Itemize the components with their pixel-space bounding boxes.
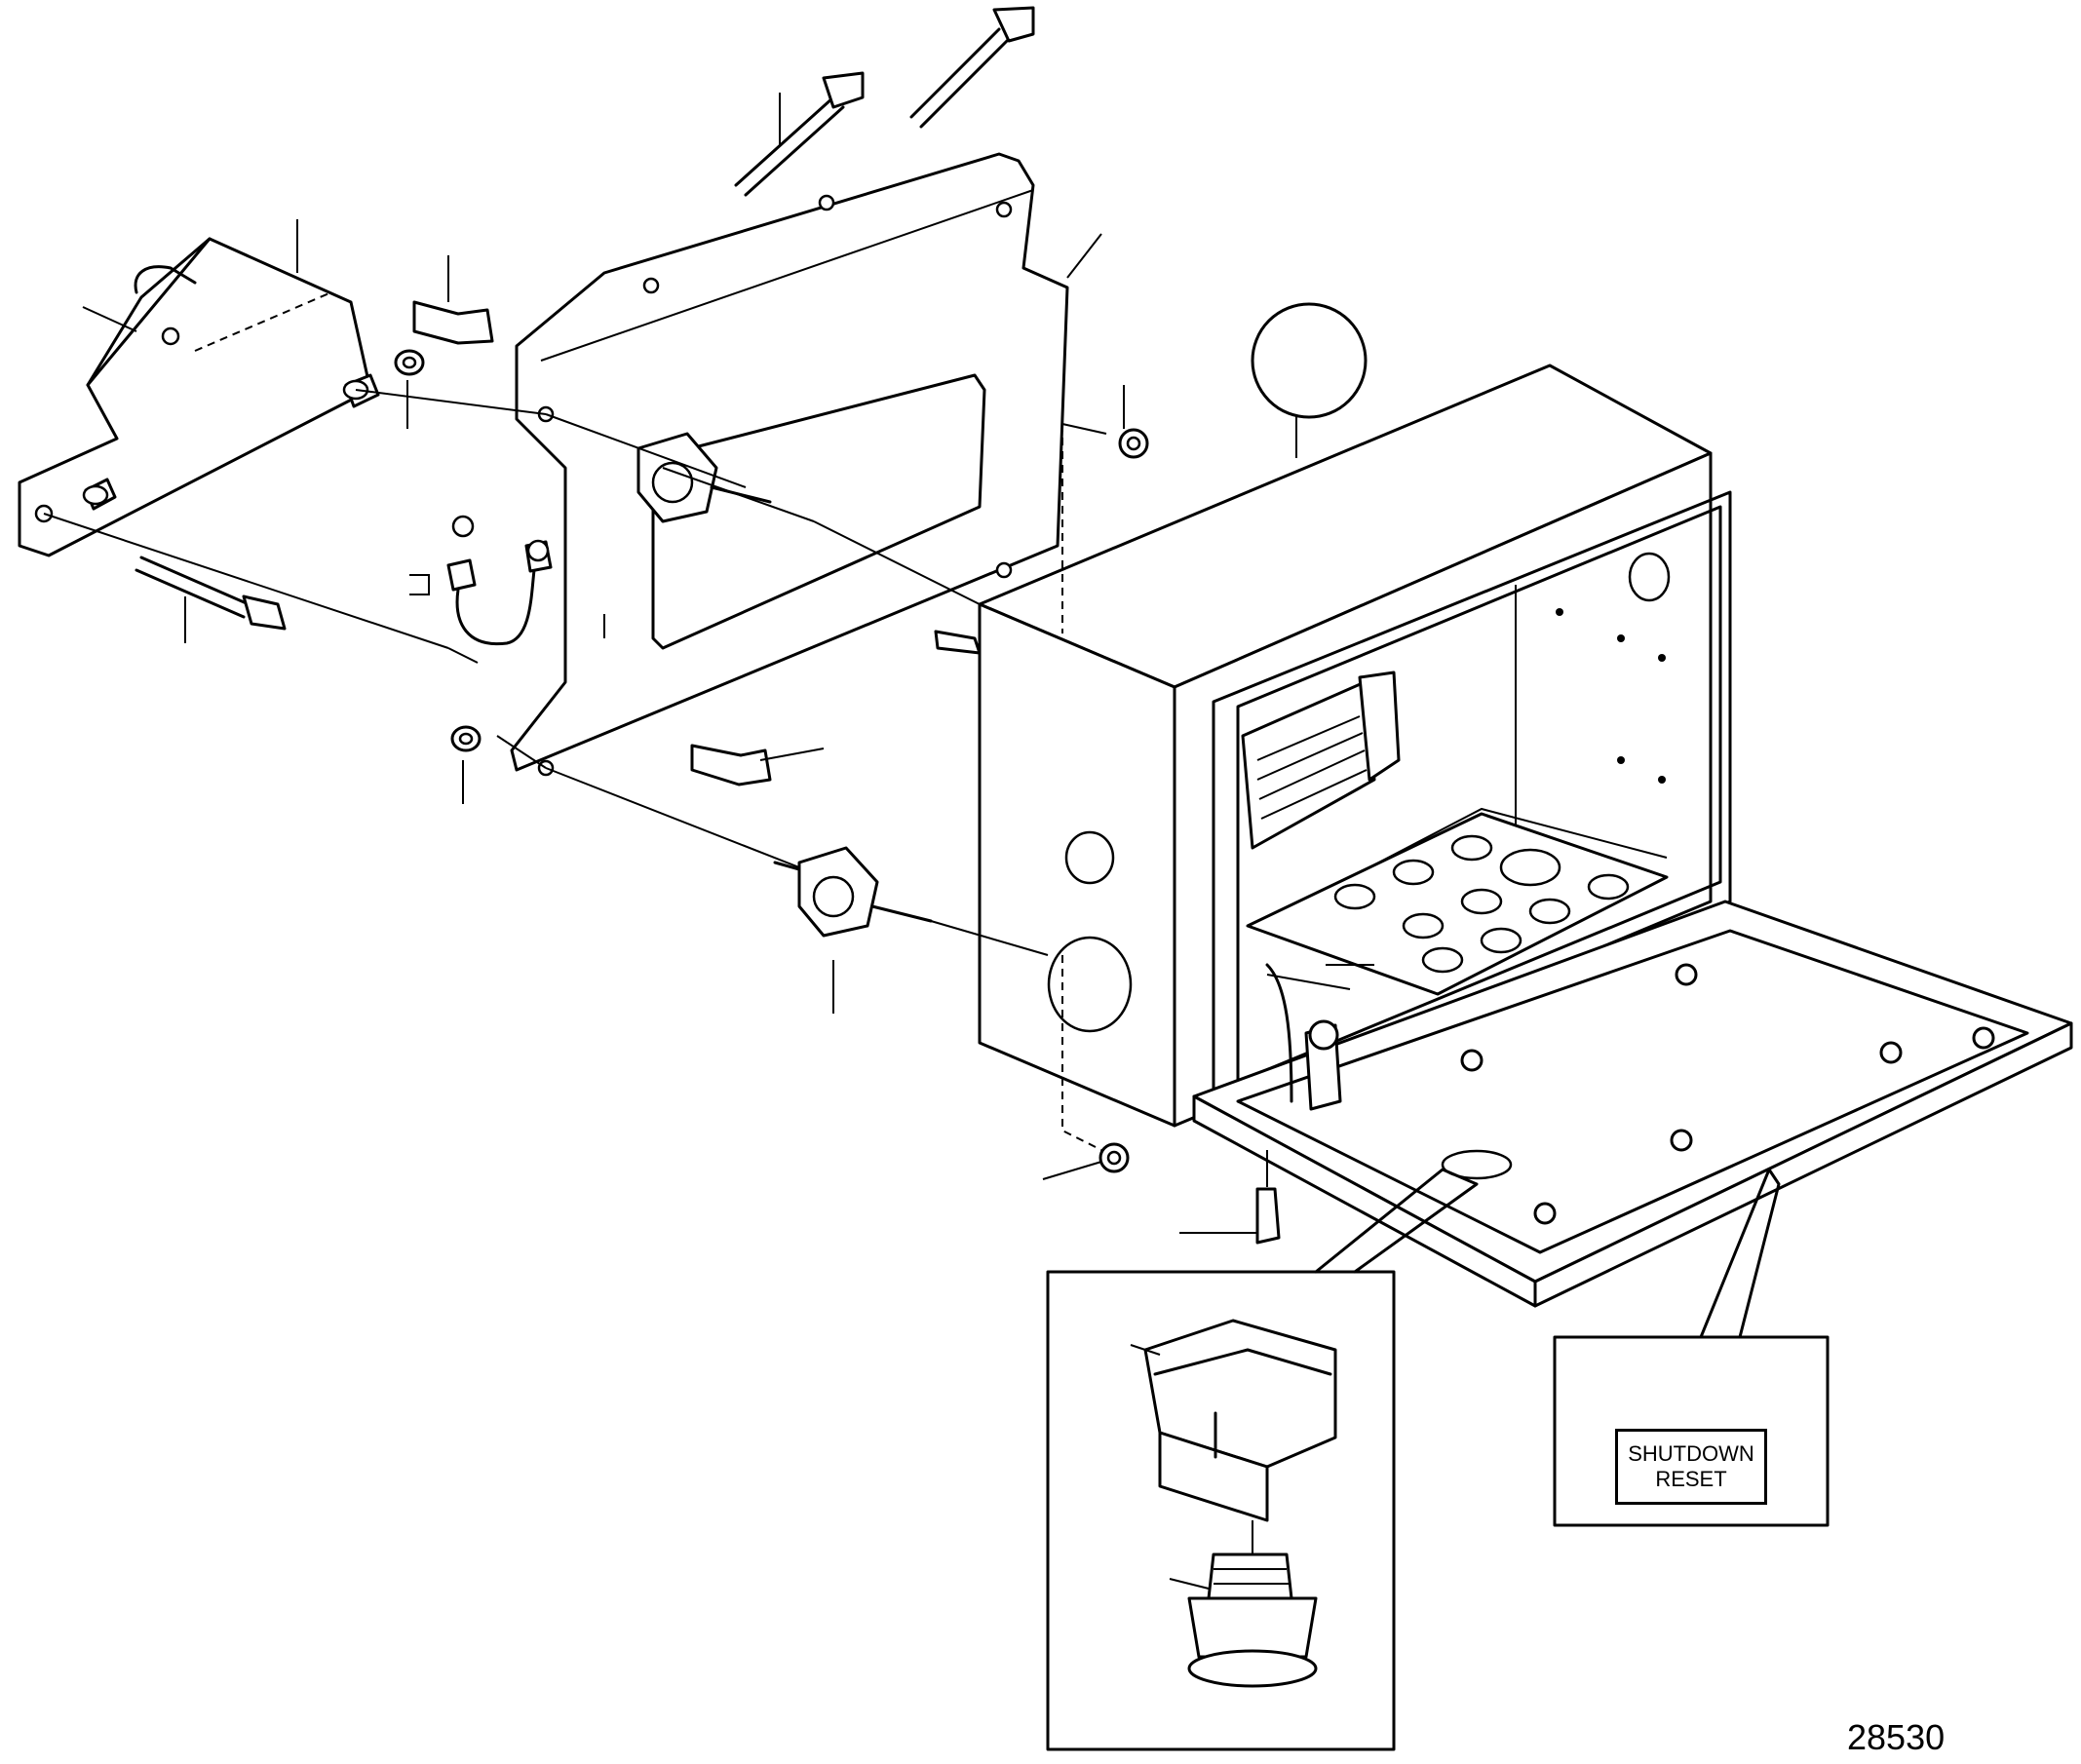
screw-icon [135, 6, 1281, 1245]
decal-line-2: RESET [1655, 1467, 1727, 1491]
assembly-lines [43, 389, 1268, 1187]
enclosure-lid-icon [1192, 900, 2073, 1308]
switch-icon [1130, 1319, 1337, 1522]
item-balloon-icon [1251, 302, 1368, 419]
decal-line-1: SHUTDOWN [1628, 1441, 1754, 1466]
nut-icon [1098, 428, 1149, 1173]
cable-gland-icon [1169, 1520, 1318, 1688]
circuit-board-icon [1241, 671, 1401, 850]
decal-detail-callout [1553, 1168, 1830, 1527]
bracket-icon [18, 237, 372, 557]
switch-detail-callout [1046, 1168, 1479, 1751]
ground-cable-icon [446, 515, 553, 646]
shutdown-reset-decal: SHUTDOWN RESET [1615, 1429, 1767, 1505]
leader-lines [82, 93, 1374, 1234]
ground-lead-icon [1265, 963, 1342, 1111]
figure-number: 28530 [1847, 1717, 1946, 1757]
base-plate-icon [1246, 812, 1669, 996]
